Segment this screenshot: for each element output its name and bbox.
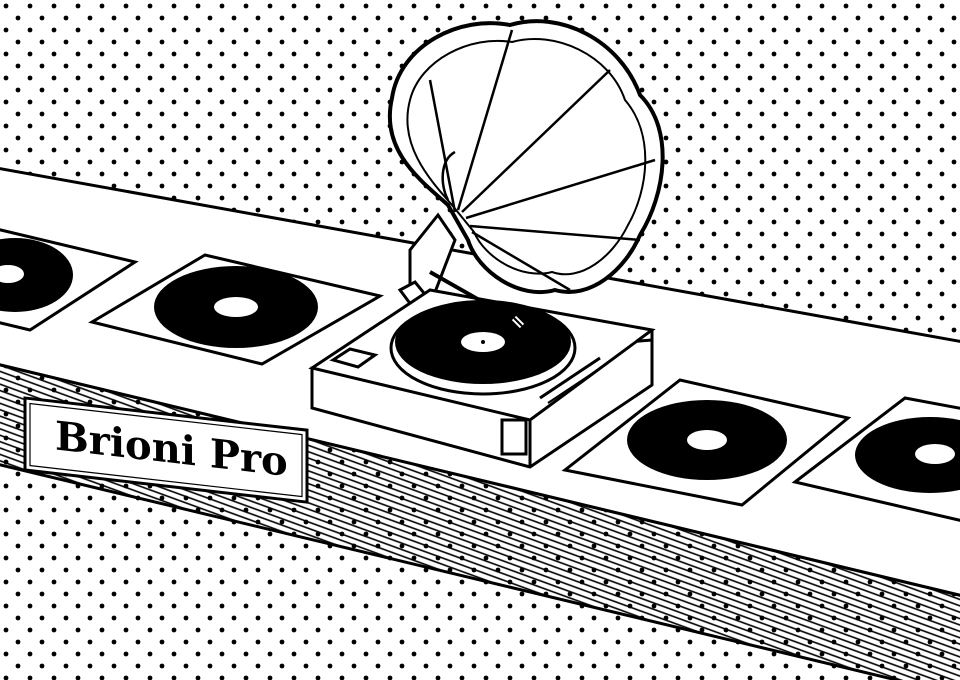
turntable-slider — [539, 356, 601, 400]
record-sleeve-3 — [561, 378, 852, 507]
turntable-corner-pad — [329, 347, 379, 369]
vinyl-record-icon — [0, 238, 73, 312]
record-sleeve-left — [0, 228, 139, 332]
gramophone-icon — [388, 19, 665, 308]
turntable-button — [500, 418, 528, 456]
record-sleeve-2 — [88, 253, 385, 366]
label-plate: Brioni Pro — [23, 396, 309, 504]
record-sleeve-right — [791, 396, 960, 522]
tonearm — [429, 270, 519, 324]
turntable-icon — [308, 270, 656, 469]
vinyl-record-icon — [855, 417, 960, 493]
